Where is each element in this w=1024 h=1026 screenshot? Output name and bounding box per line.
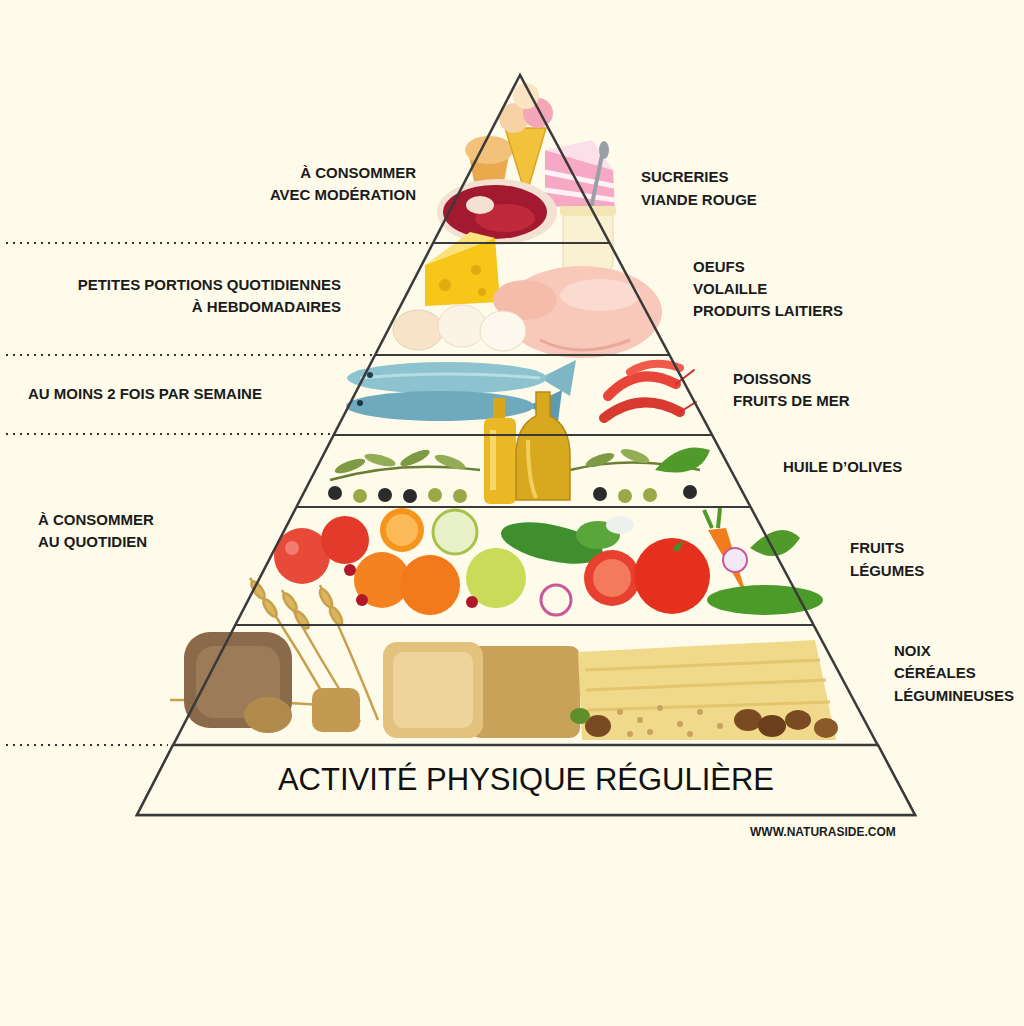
- tier-note: AU MOINS 2 FOIS PAR SEMAINE: [28, 383, 262, 405]
- activity-band: ACTIVITÉ PHYSIQUE RÉGULIÈRE: [137, 745, 915, 815]
- band-title: ACTIVITÉ PHYSIQUE RÉGULIÈRE: [278, 762, 774, 798]
- dotted-separator: [6, 243, 430, 745]
- food-group: VOLAILLE: [693, 278, 767, 300]
- bread-illustration: [184, 632, 580, 738]
- oil-bottle-illustration: [484, 392, 570, 504]
- pasta-illustration: [578, 640, 836, 740]
- food-group: SUCRERIES: [641, 166, 729, 188]
- food-group: FRUITS: [850, 537, 904, 559]
- food-group: POISSONS: [733, 368, 811, 390]
- food-group: OEUFS: [693, 256, 745, 278]
- food-group: CÉRÉALES: [894, 662, 976, 684]
- food-group: LÉGUMINEUSES: [894, 685, 1014, 707]
- dairy-jar-illustration: [560, 141, 616, 270]
- red-meat-illustration: [437, 179, 557, 245]
- food-group: LÉGUMES: [850, 560, 924, 582]
- food-group: PRODUITS LAITIERS: [693, 300, 843, 322]
- nuts-legumes-illustration: [570, 705, 838, 738]
- fruits-illustration: [274, 508, 526, 615]
- band-shape: [137, 745, 915, 815]
- seafood-illustration: [604, 364, 696, 418]
- food-group: HUILE D’OLIVES: [783, 456, 902, 478]
- tier-note: À CONSOMMER AU QUOTIDIEN: [38, 509, 166, 553]
- vegetables-illustration: [497, 508, 823, 615]
- food-group: NOIX: [894, 640, 931, 662]
- watermark: WWW.NATURASIDE.COM: [750, 824, 896, 840]
- tier-note: PETITES PORTIONS QUOTIDIENNES À HEBDOMAD…: [71, 274, 341, 318]
- food-group: FRUITS DE MER: [733, 390, 850, 412]
- pyramid-outline: [137, 75, 915, 815]
- food-group: VIANDE ROUGE: [641, 189, 757, 211]
- tier-note: À CONSOMMER AVEC MODÉRATION: [261, 162, 416, 206]
- eggs-illustration: [393, 305, 526, 351]
